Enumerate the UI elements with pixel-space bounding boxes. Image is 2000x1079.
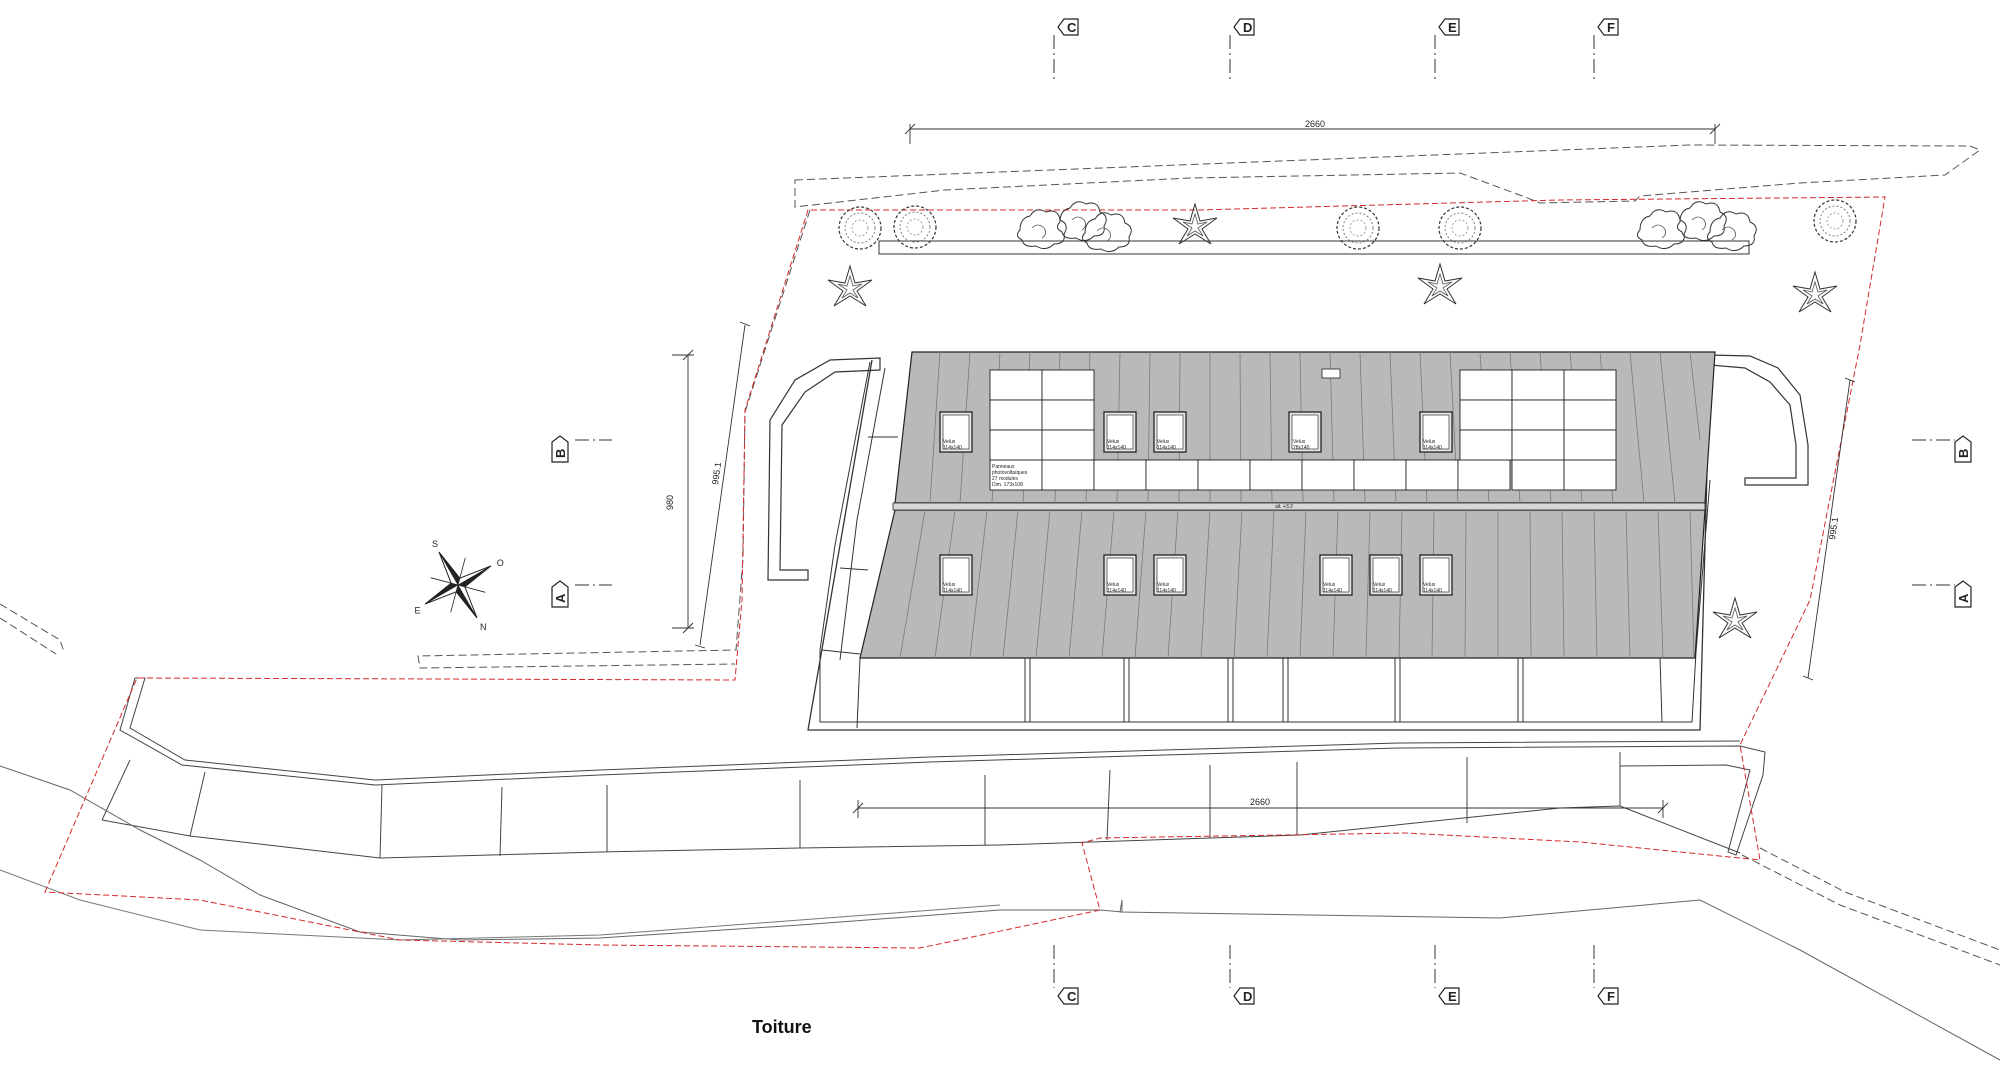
svg-text:114x140: 114x140 [1157,588,1176,594]
svg-text:Velux: Velux [1323,582,1336,588]
svg-text:Velux: Velux [1107,582,1120,588]
property-limit-line [44,196,1886,949]
dim-left-diag: 995.1 [710,462,723,486]
section-marker-b-left: B [551,435,569,463]
svg-text:A: A [553,593,568,603]
section-marker-d-bottom: D [1233,987,1255,1005]
svg-text:Velux: Velux [1423,582,1436,588]
dim-left-depth: 980 [665,495,675,510]
section-marker-f-bottom: F [1597,987,1619,1005]
svg-text:O: O [497,558,504,568]
dim-right-diag: 995.1 [1827,517,1840,541]
svg-text:114x140: 114x140 [1107,445,1126,451]
svg-text:114x140: 114x140 [1423,445,1442,451]
svg-text:C: C [1067,20,1077,35]
dimension-lines [672,123,1856,818]
svg-text:C: C [1067,989,1077,1004]
pv-panel-note: Panneaux photovoltaïques 27 modules Dim.… [992,464,1028,488]
svg-text:114x140: 114x140 [1107,588,1126,594]
svg-text:F: F [1607,989,1615,1004]
svg-text:D: D [1243,20,1252,35]
svg-text:Velux: Velux [943,582,956,588]
building [767,351,1809,731]
section-marker-a-right: A [1954,580,1972,608]
svg-text:114x140: 114x140 [1157,445,1176,451]
svg-text:B: B [553,449,568,458]
dim-top-width: 2660 [1305,119,1325,129]
svg-text:Panneaux: Panneaux [992,464,1015,470]
svg-text:Velux: Velux [1157,582,1170,588]
drawing-title: Toiture [752,1017,812,1037]
section-marker-f-top: F [1597,18,1619,36]
section-marker-c-bottom: C [1057,987,1079,1005]
svg-text:F: F [1607,20,1615,35]
svg-text:A: A [1956,593,1971,603]
svg-text:114x140: 114x140 [943,445,962,451]
svg-text:E: E [414,606,420,616]
section-marker-b-right: B [1954,435,1972,463]
compass-rose: S O N E [414,539,504,632]
section-marker-a-left: A [551,580,569,608]
section-marker-c-top: C [1057,18,1079,36]
pv-panels [989,369,1617,491]
svg-text:114x140: 114x140 [1423,588,1442,594]
svg-text:27 modules: 27 modules [992,476,1018,482]
svg-text:S: S [432,539,438,549]
section-markers [575,35,1955,988]
svg-text:78x140: 78x140 [1293,445,1310,451]
svg-text:Velux: Velux [1423,439,1436,445]
svg-text:B: B [1956,449,1971,458]
svg-text:E: E [1448,20,1457,35]
svg-text:Velux: Velux [1107,439,1120,445]
section-marker-e-bottom: E [1438,987,1460,1005]
ridge-label: alt. +3.2 [1275,504,1293,510]
svg-text:114x140: 114x140 [943,588,962,594]
svg-text:Velux: Velux [1373,582,1386,588]
svg-text:Dim. 173x108: Dim. 173x108 [992,482,1023,488]
svg-text:E: E [1448,989,1457,1004]
svg-text:114x140: 114x140 [1373,588,1392,594]
vegetation [827,199,1857,639]
section-marker-d-top: D [1233,18,1255,36]
svg-text:Velux: Velux [1293,439,1306,445]
svg-text:114x140: 114x140 [1323,588,1342,594]
svg-text:Velux: Velux [943,439,956,445]
svg-text:Velux: Velux [1157,439,1170,445]
svg-text:photovoltaïques: photovoltaïques [992,470,1028,476]
svg-text:D: D [1243,989,1252,1004]
section-marker-e-top: E [1438,18,1460,36]
svg-text:N: N [480,622,487,632]
dim-bottom-width: 2660 [1250,797,1270,807]
